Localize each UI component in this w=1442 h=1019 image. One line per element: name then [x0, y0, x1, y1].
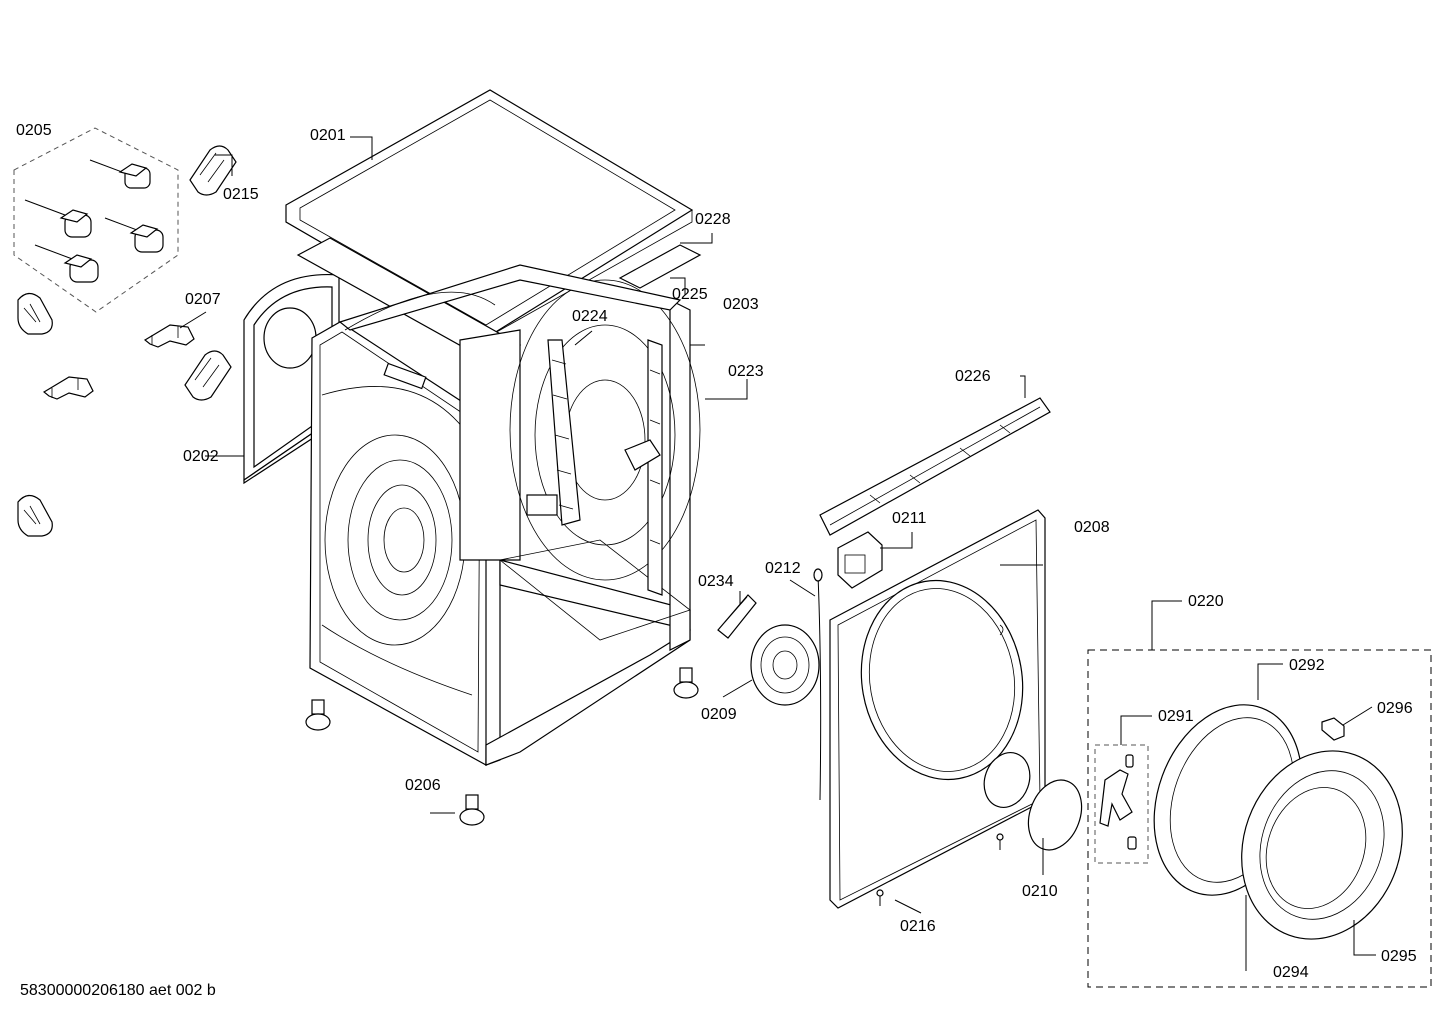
label-0210: 0210 — [1022, 883, 1058, 900]
group-0291-outline — [1094, 744, 1149, 864]
screw-0216 — [876, 889, 884, 906]
hub-0209 — [750, 624, 820, 706]
label-0234: 0234 — [698, 573, 734, 590]
rail-0224 — [526, 339, 581, 526]
drawing-id: 58300000206180 aet 002 b — [20, 982, 216, 999]
label-0201: 0201 — [310, 127, 346, 144]
foot-cover-left-top — [17, 292, 53, 335]
foot-0206-left — [305, 699, 331, 731]
label-0223: 0223 — [728, 363, 764, 380]
label-0209: 0209 — [701, 706, 737, 723]
label-0225: 0225 — [672, 286, 708, 303]
label-0212: 0212 — [765, 560, 801, 577]
label-0208: 0208 — [1074, 519, 1110, 536]
label-0206: 0206 — [405, 777, 441, 794]
foot-0206-right — [673, 667, 699, 699]
group-0205-outline — [13, 127, 179, 313]
label-0202: 0202 — [183, 448, 219, 465]
bracket-0207-a — [143, 324, 195, 348]
rail-0226 — [819, 397, 1051, 536]
bracket-0207-b — [42, 376, 94, 400]
module-0211 — [837, 531, 883, 589]
bracket-0234 — [717, 594, 757, 639]
label-0203: 0203 — [723, 296, 759, 313]
door-0295 — [1241, 750, 1403, 940]
foot-cover-left-bottom — [17, 494, 53, 537]
label-0207: 0207 — [185, 291, 221, 308]
label-0215: 0215 — [223, 186, 259, 203]
label-0294: 0294 — [1273, 964, 1309, 981]
front-panel-0208 — [829, 509, 1046, 909]
label-0220: 0220 — [1188, 593, 1224, 610]
label-0224: 0224 — [572, 308, 608, 325]
cable-0212 — [813, 568, 823, 801]
label-0292: 0292 — [1289, 657, 1325, 674]
clip-0215-b — [184, 350, 232, 401]
leader-lines — [179, 136, 1376, 971]
label-0295: 0295 — [1381, 948, 1417, 965]
label-0228: 0228 — [695, 211, 731, 228]
label-0205: 0205 — [16, 122, 52, 139]
label-0216: 0216 — [900, 918, 936, 935]
foot-0206-front — [459, 794, 485, 826]
label-0296: 0296 — [1377, 700, 1413, 717]
label-0211: 0211 — [892, 510, 927, 527]
screw-0216-b — [996, 833, 1004, 850]
label-0291: 0291 — [1158, 708, 1194, 725]
group-0220-outline — [1087, 649, 1432, 988]
foot-bolts-set — [24, 159, 164, 283]
clip-0215-a — [189, 145, 237, 196]
handle-0296 — [1321, 717, 1345, 741]
rail-0223 — [624, 339, 663, 596]
label-0226: 0226 — [955, 368, 991, 385]
cabinet-body — [309, 264, 701, 767]
